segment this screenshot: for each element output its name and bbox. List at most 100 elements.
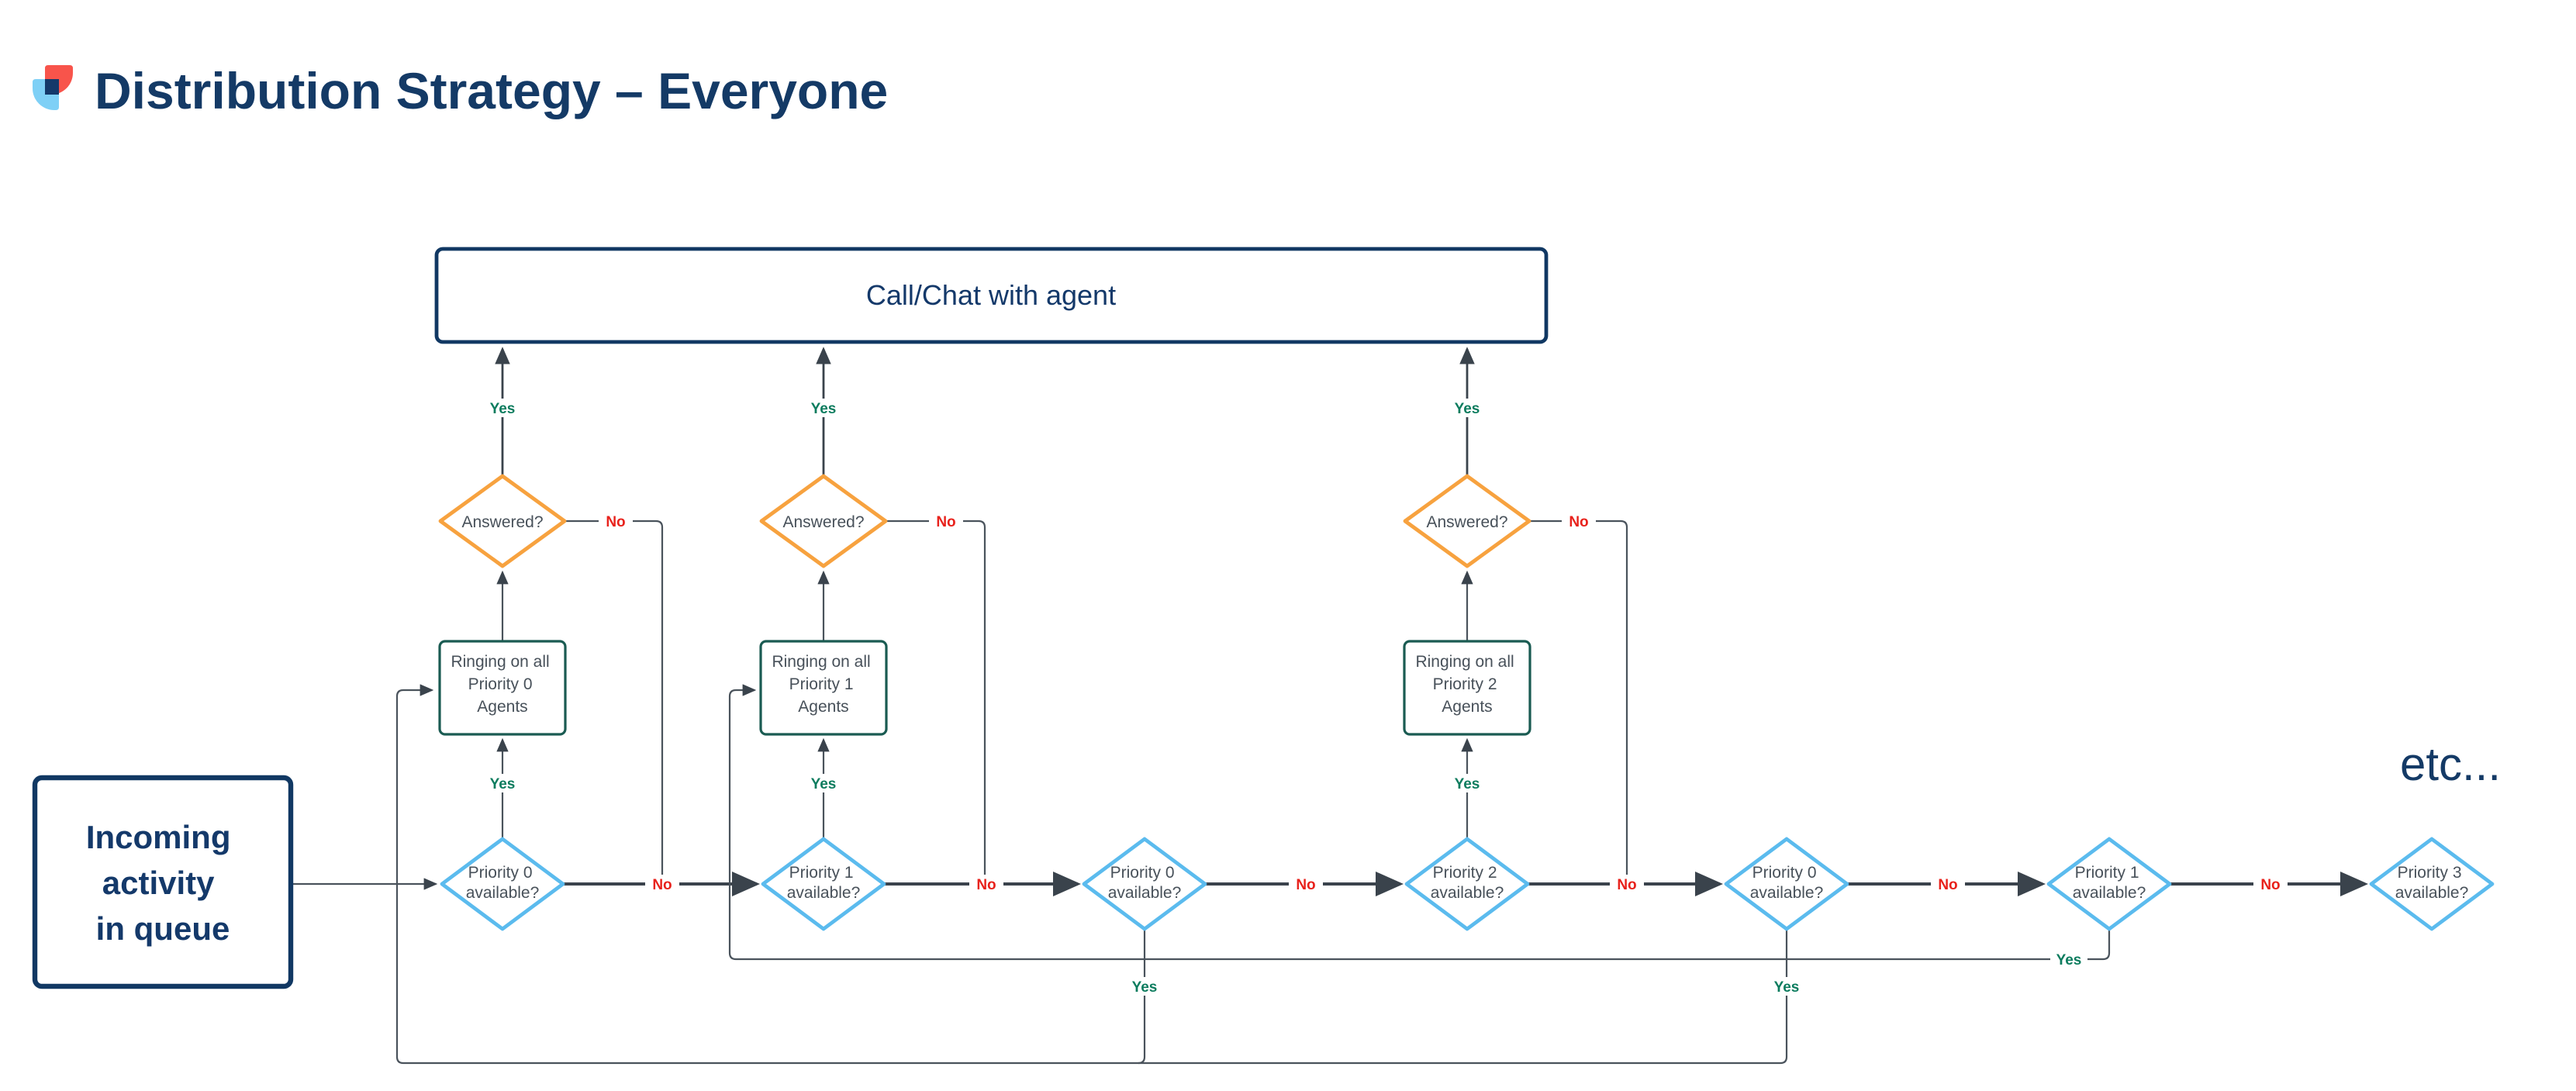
no-label: No — [1562, 512, 1596, 530]
ringing-line: Agents — [477, 698, 527, 716]
yes-label: Yes — [484, 774, 521, 792]
answered-label: Answered? — [461, 513, 543, 531]
ringing-box-priority-1: Ringing on all Priority 1 Agents — [759, 640, 888, 736]
svg-text:Priority 0 available?: Priority 0 available? — [466, 864, 540, 902]
svg-text:Priority 0 available?: Priority 0 available? — [1750, 864, 1824, 902]
line-avail3-yes-merge — [1138, 930, 1146, 1065]
page-title: Distribution Strategy – Everyone — [95, 62, 888, 119]
availability-line: Priority 3 — [2398, 864, 2462, 882]
yes-label: Yes — [805, 399, 842, 417]
yes-label: Yes — [1768, 977, 1805, 996]
availability-line: Priority 1 — [2075, 864, 2139, 882]
availability-diamond-3: Priority 0 available? — [1082, 837, 1207, 931]
svg-text:Priority 1 available?: Priority 1 available? — [787, 864, 861, 902]
ringing-line: Ringing on all — [772, 653, 870, 671]
incoming-line: in queue — [96, 910, 230, 947]
call-chat-node: Call/Chat with agent — [434, 247, 1549, 344]
line-answered3-no — [1530, 520, 1628, 882]
availability-line: Priority 0 — [1752, 864, 1817, 882]
availability-line: available? — [2073, 884, 2146, 902]
yes-label: Yes — [1126, 977, 1163, 996]
line-avail6-yes-bus-to-ringing2 — [728, 684, 2111, 961]
svg-text:Yes: Yes — [1455, 401, 1480, 417]
svg-text:Priority 3 available?: Priority 3 available? — [2395, 864, 2469, 902]
svg-text:Ringing on all Priority: Ringing on all Priority 1 Agents — [772, 653, 875, 716]
incoming-line: activity — [102, 865, 215, 901]
svg-text:No: No — [1569, 514, 1588, 530]
answered-diamond-3: Answered? — [1403, 474, 1531, 568]
ringing-line: Ringing on all — [1415, 653, 1514, 671]
no-label: No — [2253, 875, 2288, 893]
svg-text:Yes: Yes — [490, 776, 516, 792]
ringing-line: Priority 2 — [1433, 675, 1497, 693]
svg-text:Ringing on all Priority: Ringing on all Priority 2 Agents — [1415, 653, 1518, 716]
answered-label: Answered? — [1426, 513, 1507, 531]
availability-line: Priority 0 — [468, 864, 533, 882]
availability-diamond-7: Priority 3 available? — [2369, 837, 2495, 931]
availability-diamond-2: Priority 1 available? — [761, 837, 886, 931]
availability-diamond-5: Priority 0 available? — [1724, 837, 1849, 931]
svg-text:Ringing on all Priority: Ringing on all Priority 0 Agents — [451, 653, 554, 716]
no-label: No — [929, 512, 963, 530]
yes-label: Yes — [2050, 950, 2087, 968]
logo-navy-square — [45, 79, 59, 95]
svg-text:Yes: Yes — [2056, 952, 2082, 968]
availability-line: available? — [1750, 884, 1824, 902]
line-answered2-no — [886, 520, 986, 882]
svg-text:No: No — [2260, 877, 2280, 893]
ringing-box-priority-2: Ringing on all Priority 2 Agents — [1403, 640, 1531, 736]
yes-label: Yes — [1449, 774, 1486, 792]
yes-label: Yes — [484, 399, 521, 417]
no-label: No — [1289, 875, 1323, 893]
availability-line: Priority 0 — [1110, 864, 1175, 882]
availability-line: Priority 1 — [789, 864, 854, 882]
svg-text:Yes: Yes — [811, 401, 837, 417]
svg-text:No: No — [652, 877, 672, 893]
availability-line: Priority 2 — [1433, 864, 1497, 882]
availability-line: available? — [2395, 884, 2469, 902]
availability-line: available? — [1108, 884, 1182, 902]
svg-text:No: No — [1938, 877, 1957, 893]
svg-text:Yes: Yes — [1132, 979, 1158, 996]
svg-text:Incoming activity: Incoming activity in queue — [86, 819, 240, 947]
no-label: No — [599, 512, 633, 530]
svg-text:Yes: Yes — [490, 401, 516, 417]
ringing-line: Agents — [798, 698, 848, 716]
answered-diamond-2: Answered? — [759, 474, 888, 568]
svg-text:Yes: Yes — [811, 776, 837, 792]
ringing-line: Agents — [1442, 698, 1492, 716]
call-chat-label: Call/Chat with agent — [866, 279, 1116, 311]
answered-diamond-1: Answered? — [438, 474, 567, 568]
incoming-queue-node: Incoming activity in queue — [32, 775, 294, 989]
ringing-box-priority-0: Ringing on all Priority 0 Agents — [438, 640, 567, 736]
ringing-line: Priority 1 — [789, 675, 854, 693]
ringing-line: Priority 0 — [468, 675, 533, 693]
svg-text:No: No — [1617, 877, 1636, 893]
flow-lines — [291, 347, 2368, 1065]
yes-label: Yes — [1449, 399, 1486, 417]
availability-line: available? — [787, 884, 861, 902]
availability-diamond-6: Priority 1 available? — [2046, 837, 2172, 931]
svg-text:Priority 1 available?: Priority 1 available? — [2073, 864, 2146, 902]
ringing-line: Ringing on all — [451, 653, 549, 671]
availability-line: available? — [466, 884, 540, 902]
incoming-line: Incoming — [86, 819, 231, 855]
svg-text:Yes: Yes — [1455, 776, 1480, 792]
svg-text:Priority 2 available?: Priority 2 available? — [1431, 864, 1504, 902]
etc-label: etc... — [2400, 738, 2501, 790]
no-label: No — [1610, 875, 1644, 893]
answered-label: Answered? — [782, 513, 864, 531]
availability-diamond-1: Priority 0 available? — [440, 837, 565, 931]
no-label: No — [645, 875, 679, 893]
svg-text:Priority 0 available?: Priority 0 available? — [1108, 864, 1182, 902]
availability-diamond-4: Priority 2 available? — [1404, 837, 1530, 931]
no-label: No — [969, 875, 1003, 893]
yes-label: Yes — [805, 774, 842, 792]
line-avail5-yes-bus-to-ringing1 — [395, 684, 1788, 1065]
svg-text:No: No — [976, 877, 996, 893]
no-label: No — [1931, 875, 1965, 893]
line-answered1-no — [565, 520, 664, 882]
svg-text:No: No — [936, 514, 955, 530]
